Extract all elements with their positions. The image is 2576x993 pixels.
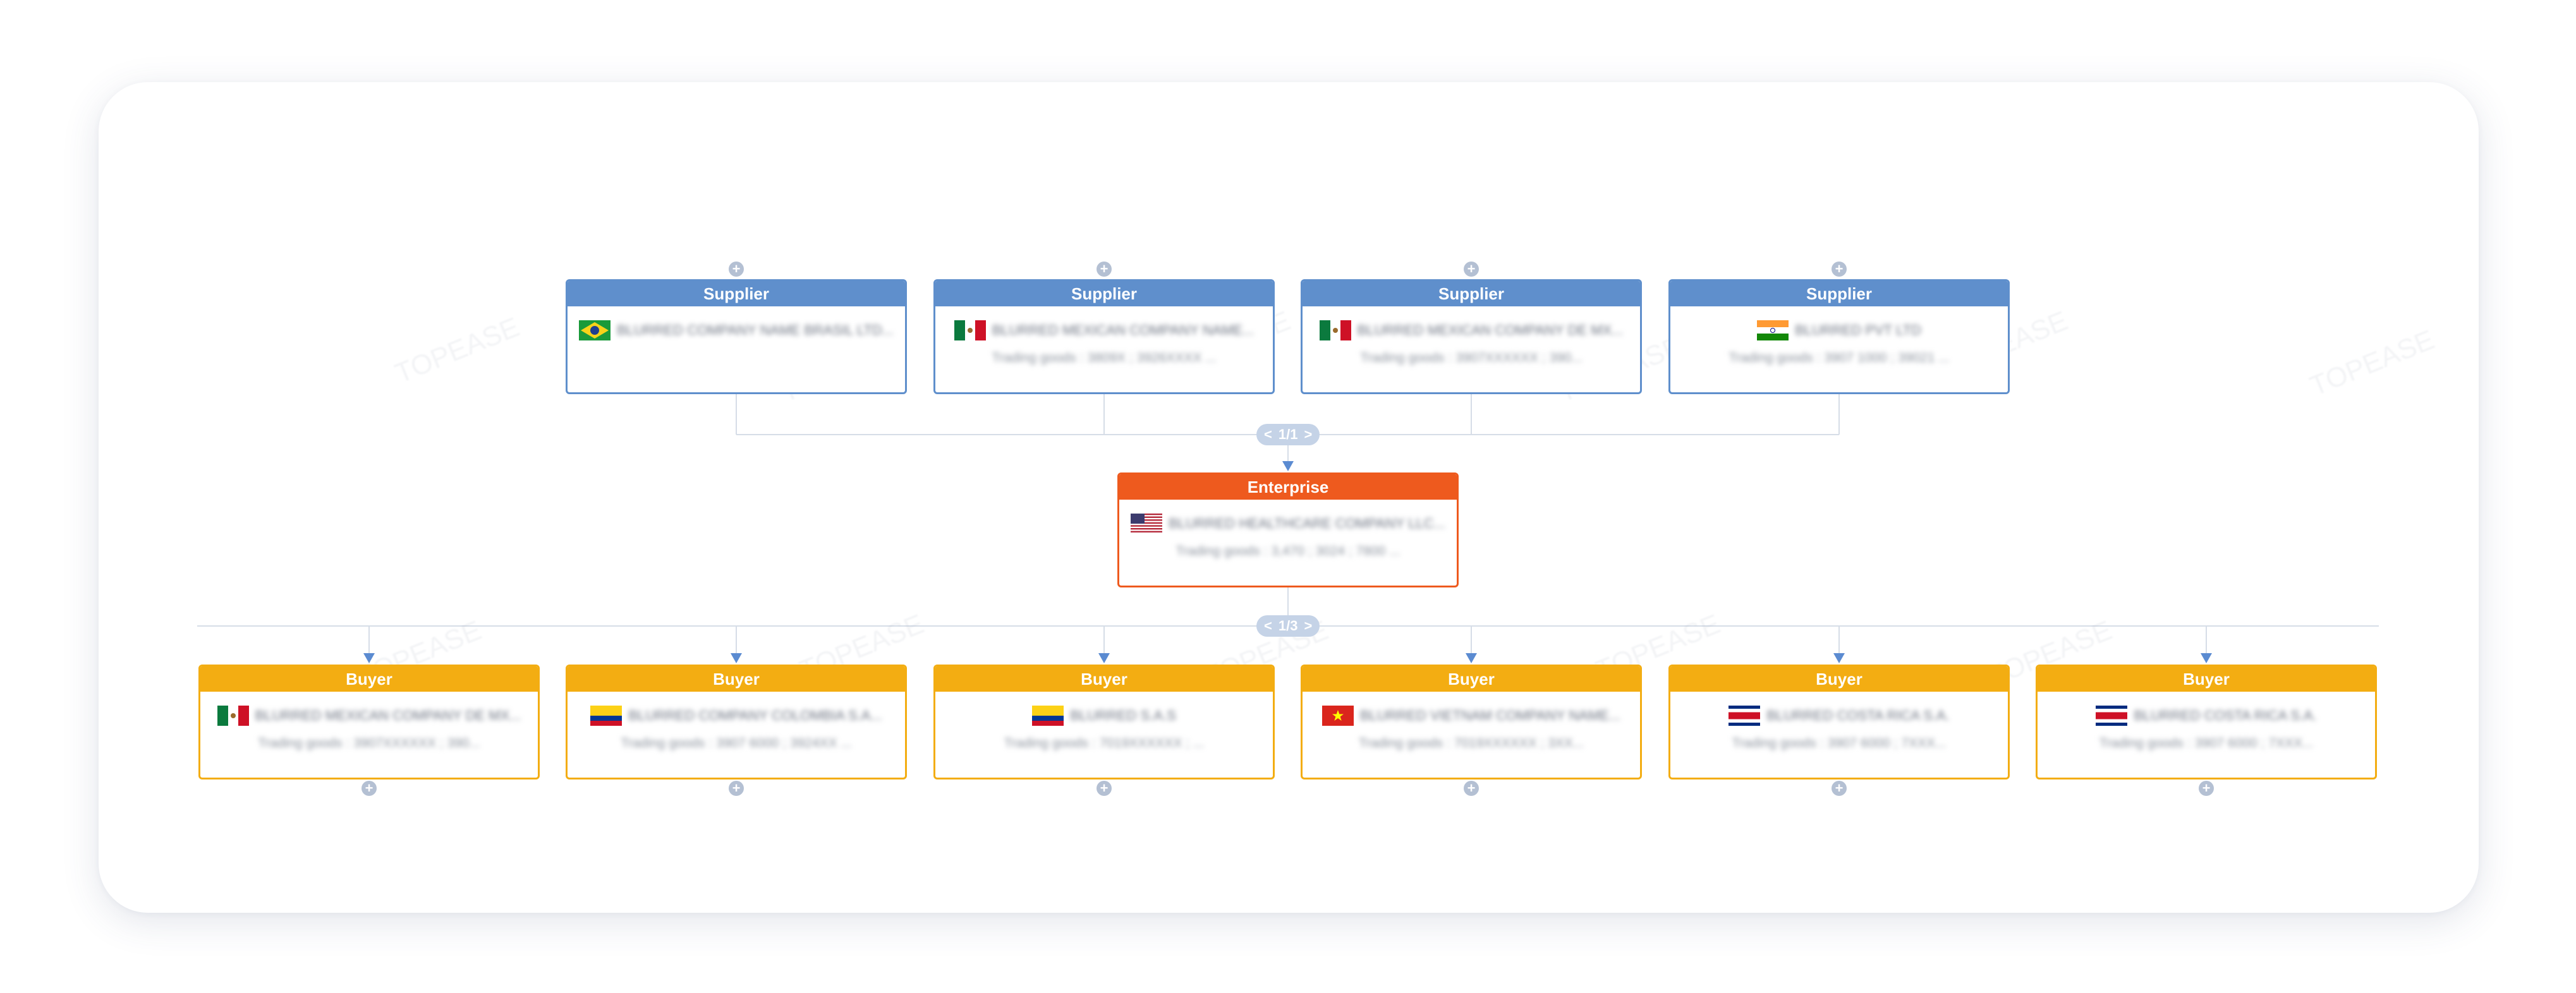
pager-page-indicator: 1/1 <box>1278 426 1298 442</box>
expand-supplier-plus-icon[interactable]: + <box>1464 262 1479 277</box>
vietnam-flag-icon <box>1321 706 1354 726</box>
india-flag-icon <box>1757 320 1789 340</box>
buyer-role-label: Buyer <box>1303 666 1640 692</box>
buyer-role-label: Buyer <box>1670 666 2008 692</box>
buyer-arrow-4 <box>1466 653 1477 663</box>
supplier-pager: <1/1 > <box>1256 424 1320 445</box>
pager-prev-button[interactable]: < <box>1264 618 1272 634</box>
trading-goods-text: Trading goods : 3907 6000 ; 3924XX ... <box>621 736 852 750</box>
expand-buyer-plus-icon[interactable]: + <box>361 781 377 796</box>
usa-flag-icon <box>1131 514 1163 534</box>
pager-page-indicator: 1/3 <box>1278 618 1298 634</box>
trading-goods-text: Trading goods : 3809X ; 3926XXXX ... <box>992 351 1217 365</box>
pager-next-button[interactable]: > <box>1304 426 1313 442</box>
trading-goods-text: Trading goods : 3907 1000 ; 39021 ... <box>1728 351 1950 365</box>
buyer-arrow-1 <box>363 653 375 663</box>
supplier-role-label: Supplier <box>1303 281 1640 306</box>
company-name[interactable]: BLURRED VIETNAM COMPANY NAME... <box>1359 707 1621 723</box>
company-name[interactable]: BLURRED S.A.S <box>1070 707 1176 723</box>
company-name[interactable]: BLURRED MEXICAN COMPANY NAME... <box>992 322 1255 338</box>
supplier-role-label: Supplier <box>568 281 905 306</box>
buyer-arrow-3 <box>1098 653 1110 663</box>
buyer-role-label: Buyer <box>200 666 538 692</box>
supplier-role-label: Supplier <box>935 281 1273 306</box>
buyer-pager: <1/3 > <box>1256 615 1320 637</box>
mexico-flag-icon <box>217 706 249 726</box>
enterprise-role-label: Enterprise <box>1119 474 1457 500</box>
expand-supplier-plus-icon[interactable]: + <box>1097 262 1112 277</box>
trading-goods-text: Trading goods : 7019XXXXXX ; ... <box>1004 736 1205 750</box>
company-name[interactable]: BLURRED HEALTHCARE COMPANY LLC... <box>1169 515 1445 531</box>
company-name[interactable]: BLURRED COSTA RICA S.A. <box>2134 707 2317 723</box>
brazil-flag-icon <box>578 320 611 340</box>
colombia-flag-icon <box>1032 706 1064 726</box>
buyer-arrow-2 <box>731 653 742 663</box>
buyer-role-label: Buyer <box>935 666 1273 692</box>
company-name[interactable]: BLURRED MEXICAN COMPANY DE MX... <box>255 707 521 723</box>
expand-buyer-plus-icon[interactable]: + <box>1464 781 1479 796</box>
expand-buyer-plus-icon[interactable]: + <box>1832 781 1847 796</box>
expand-buyer-plus-icon[interactable]: + <box>2199 781 2214 796</box>
expand-supplier-plus-icon[interactable]: + <box>1832 262 1847 277</box>
trading-goods-text: Trading goods : 3907 6000 ; 7XXX... <box>2099 736 2314 750</box>
enterprise-arrow <box>1282 461 1294 471</box>
costa-rica-flag-icon <box>1728 706 1761 726</box>
mexico-flag-icon <box>1319 320 1351 340</box>
costa-rica-flag-icon <box>2096 706 2128 726</box>
expand-buyer-plus-icon[interactable]: + <box>1097 781 1112 796</box>
colombia-flag-icon <box>590 706 623 726</box>
expand-buyer-plus-icon[interactable]: + <box>729 781 744 796</box>
company-name[interactable]: BLURRED MEXICAN COMPANY DE MX... <box>1357 322 1624 338</box>
buyer-arrow-6 <box>2201 653 2212 663</box>
buyer-arrow-5 <box>1833 653 1845 663</box>
pager-next-button[interactable]: > <box>1304 618 1313 634</box>
buyer-role-label: Buyer <box>568 666 905 692</box>
supplier-role-label: Supplier <box>1670 281 2008 306</box>
trading-goods-text: Trading goods : 3907 6000 ; 7XXX... <box>1732 736 1947 750</box>
company-name[interactable]: BLURRED COSTA RICA S.A. <box>1766 707 1950 723</box>
trading-goods-text: Trading goods : 3907XXXXXX ; 390... <box>1360 351 1583 365</box>
expand-supplier-plus-icon[interactable]: + <box>729 262 744 277</box>
trading-goods-text: Trading goods : 3907XXXXXX ; 390... <box>258 736 480 750</box>
company-name[interactable]: BLURRED PVT LTD <box>1795 322 1921 338</box>
mexico-flag-icon <box>954 320 986 340</box>
company-name[interactable]: BLURRED COMPANY NAME BRASIL LTD... <box>616 322 894 338</box>
company-name[interactable]: BLURRED COMPANY COLOMBIA S.A... <box>628 707 882 723</box>
pager-prev-button[interactable]: < <box>1264 426 1272 442</box>
trading-goods-text: Trading goods : 3,470 ; 3024 ; 7800 ... <box>1176 544 1400 558</box>
buyer-role-label: Buyer <box>2038 666 2375 692</box>
trading-goods-text: Trading goods : 7019XXXXXX ; 3XX... <box>1358 736 1584 750</box>
